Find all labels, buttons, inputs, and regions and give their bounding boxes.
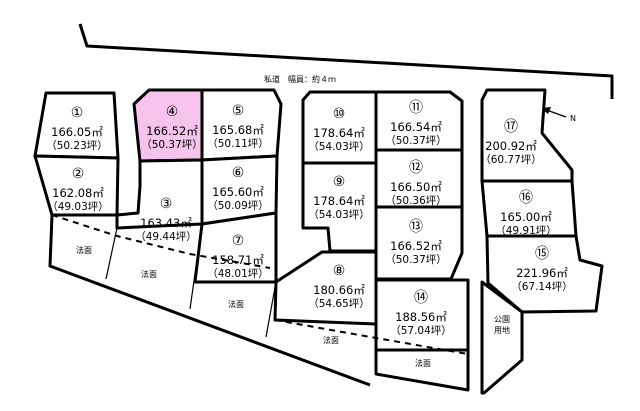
- lot-tsubo: （67.14坪）: [511, 280, 573, 293]
- lot-tsubo: （50.11坪）: [207, 137, 269, 150]
- lot-label-15: ⑮ 221.96㎡（67.14坪）: [511, 246, 573, 293]
- lot-label-5: ⑤ 165.68㎡（50.11坪）: [207, 103, 269, 150]
- lot-tsubo: （50.37坪）: [385, 253, 447, 266]
- lot-area: 200.92㎡: [485, 139, 537, 153]
- lot-tsubo: （54.65坪）: [308, 297, 370, 310]
- lot-17[interactable]: [480, 88, 574, 183]
- slope-label-1: 法面: [76, 245, 92, 255]
- lot-label-8: ⑧ 180.66㎡（54.65坪）: [308, 263, 370, 310]
- lot-number: ④: [166, 104, 179, 120]
- slope-divider-1: [105, 227, 118, 280]
- lot-number: ⑬: [409, 219, 423, 235]
- lot-tsubo: （50.09坪）: [207, 199, 269, 212]
- lot-15[interactable]: [485, 234, 604, 314]
- lot-number: ⑭: [414, 290, 428, 306]
- north-arrow-icon: N: [540, 107, 576, 123]
- slope-boundary-center: [274, 319, 469, 355]
- lot-area: 158.71㎡: [212, 253, 264, 267]
- lot-area: 166.52㎡: [390, 239, 442, 253]
- lot-area: 166.05㎡: [51, 125, 103, 139]
- slope-label-5: 法面: [415, 358, 431, 368]
- lot-tsubo: （60.77坪）: [480, 153, 542, 166]
- lot-tsubo: （49.91坪）: [495, 224, 557, 237]
- lot-number: ⑫: [409, 160, 423, 176]
- lot-area: 178.64㎡: [313, 194, 365, 208]
- lot-number: ⑩: [333, 106, 346, 122]
- slope-outline-left: [48, 214, 371, 387]
- park-label-line1: 公園: [494, 315, 510, 324]
- lot-tsubo: （54.03坪）: [308, 140, 370, 153]
- lot-label-17: ⑰ 200.92㎡（60.77坪）: [480, 119, 542, 166]
- lot-number: ⑨: [333, 174, 346, 190]
- lot-number: ③: [160, 196, 173, 212]
- lot-number: ⑤: [232, 103, 245, 119]
- lot-area: 163.43㎡: [140, 216, 192, 230]
- lot-area: 188.56㎡: [395, 310, 447, 324]
- lot-label-6: ⑥ 165.60㎡（50.09坪）: [207, 165, 269, 212]
- lot-label-1: ① 166.05㎡（50.23坪）: [46, 105, 108, 152]
- lot-label-2: ② 162.08㎡（49.03坪）: [47, 166, 109, 213]
- lot-number: ②: [72, 166, 85, 182]
- lot-label-13: ⑬ 166.52㎡（50.37坪）: [385, 219, 447, 266]
- slope-outline-center: [374, 350, 470, 392]
- lot-area: 178.64㎡: [313, 126, 365, 140]
- lot-tsubo: （49.03坪）: [47, 200, 109, 213]
- lot-area: 166.52㎡: [146, 124, 198, 138]
- lot-number: ⑪: [409, 100, 423, 116]
- lot-label-12: ⑫ 166.50㎡（50.36坪）: [385, 160, 447, 207]
- lot-label-9: ⑨ 178.64㎡（54.03坪）: [308, 174, 370, 221]
- road-label: 私道 幅員：約４ｍ: [264, 74, 336, 84]
- lot-number: ⑧: [333, 263, 346, 279]
- lot-area: 166.54㎡: [390, 120, 442, 134]
- lot-5[interactable]: [200, 88, 283, 162]
- lot-label-4: ④ 166.52㎡（50.37坪）: [141, 104, 203, 151]
- lot-number: ⑥: [232, 165, 245, 181]
- lot-tsubo: （50.37坪）: [385, 134, 447, 147]
- lot-number: ⑮: [535, 246, 549, 262]
- lot-area: 180.66㎡: [313, 283, 365, 297]
- lot-tsubo: （50.37坪）: [141, 138, 203, 151]
- lot-label-10: ⑩ 178.64㎡（54.03坪）: [308, 106, 370, 153]
- north-label: N: [570, 114, 576, 123]
- slope-boundary-left: [51, 214, 271, 269]
- lot-number: ⑦: [232, 233, 245, 249]
- lot-area: 221.96㎡: [516, 266, 568, 280]
- slope-label-3: 法面: [228, 299, 244, 309]
- lot-number: ①: [71, 105, 84, 121]
- slope-label-2: 法面: [141, 269, 157, 279]
- lot-label-11: ⑪ 166.54㎡（50.37坪）: [385, 100, 447, 147]
- lot-tsubo: （54.03坪）: [308, 208, 370, 221]
- lot-tsubo: （50.23坪）: [46, 139, 108, 152]
- lot-label-3: ③ 163.43㎡（49.44坪）: [135, 196, 197, 243]
- lot-11[interactable]: [374, 90, 464, 152]
- lot-label-16: ⑯ 165.00㎡（49.91坪）: [495, 190, 557, 237]
- lot-tsubo: （57.04坪）: [390, 324, 452, 337]
- park-area[interactable]: [480, 280, 524, 395]
- park-label-line2: 用地: [494, 325, 510, 335]
- lot-number: ⑰: [504, 119, 518, 135]
- lot-label-14: ⑭ 188.56㎡（57.04坪）: [390, 290, 452, 337]
- lot-tsubo: （50.36坪）: [385, 194, 447, 207]
- lot-area: 162.08㎡: [52, 186, 104, 200]
- slope-divider-3: [195, 281, 277, 338]
- lot-area: 165.60㎡: [212, 185, 264, 199]
- lot-tsubo: （48.01坪）: [207, 267, 269, 280]
- slope-label-4: 法面: [323, 335, 339, 345]
- road-boundary-top: [78, 23, 614, 99]
- lot-area: 165.68㎡: [212, 123, 264, 137]
- slope-divider-2: [189, 223, 203, 310]
- lot-tsubo: （49.44坪）: [135, 230, 197, 243]
- lot-area: 165.00㎡: [500, 210, 552, 224]
- lot-area: 166.50㎡: [390, 180, 442, 194]
- lot-number: ⑯: [519, 190, 533, 206]
- lot-label-7: ⑦ 158.71㎡（48.01坪）: [207, 233, 269, 280]
